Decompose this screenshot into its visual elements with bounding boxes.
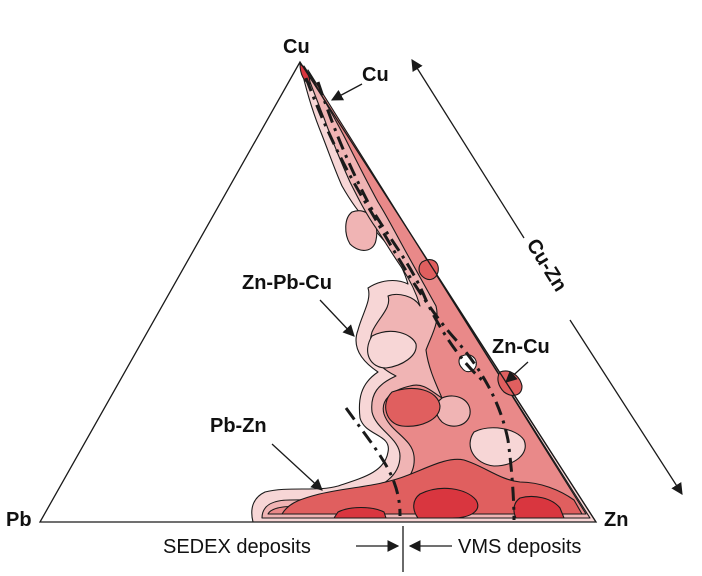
field-label-pb-zn: Pb-Zn (210, 415, 267, 437)
density-hole-1 (367, 330, 417, 369)
arrow-cu (330, 83, 363, 101)
density-hole-3 (469, 427, 526, 467)
deposit-divider (356, 526, 452, 572)
cu-zn-arrow-upper (411, 59, 525, 239)
ternary-triangle (38, 60, 598, 523)
density-zone-dark-3 (418, 259, 439, 281)
apex-label-zn: Zn (604, 509, 628, 531)
cu-zn-arrow-lower (569, 319, 683, 495)
sedex-deposits-label: SEDEX deposits (163, 536, 311, 558)
density-hole-4 (435, 395, 471, 427)
field-label-cu: Cu (362, 64, 389, 86)
density-zone-darkest-3 (513, 495, 565, 519)
arrow-zn-pb-cu (319, 299, 355, 337)
density-zone-darkest-2 (333, 506, 387, 519)
dashed-boundaries (304, 77, 516, 521)
field-label-zn-pb-cu: Zn-Pb-Cu (242, 272, 332, 294)
apex-label-cu: Cu (283, 36, 310, 58)
sedex-boundary-line (344, 407, 402, 517)
apex-label-pb: Pb (6, 509, 32, 531)
arrow-pb-zn (271, 443, 323, 491)
vms-deposits-label: VMS deposits (458, 536, 581, 558)
cu-zn-label: Cu-Zn (522, 235, 571, 296)
vms-trend-line (304, 77, 516, 521)
inner-boundary-line (316, 81, 484, 382)
field-label-zn-cu: Zn-Cu (492, 336, 550, 358)
density-zone-darkest-1 (413, 487, 479, 519)
cu-zn-trend-arrow (411, 59, 683, 495)
density-zone-dark-1 (385, 387, 441, 427)
density-zone-dark-2 (281, 458, 583, 515)
arrow-zn-cu (505, 361, 529, 383)
leader-arrows (271, 83, 529, 491)
